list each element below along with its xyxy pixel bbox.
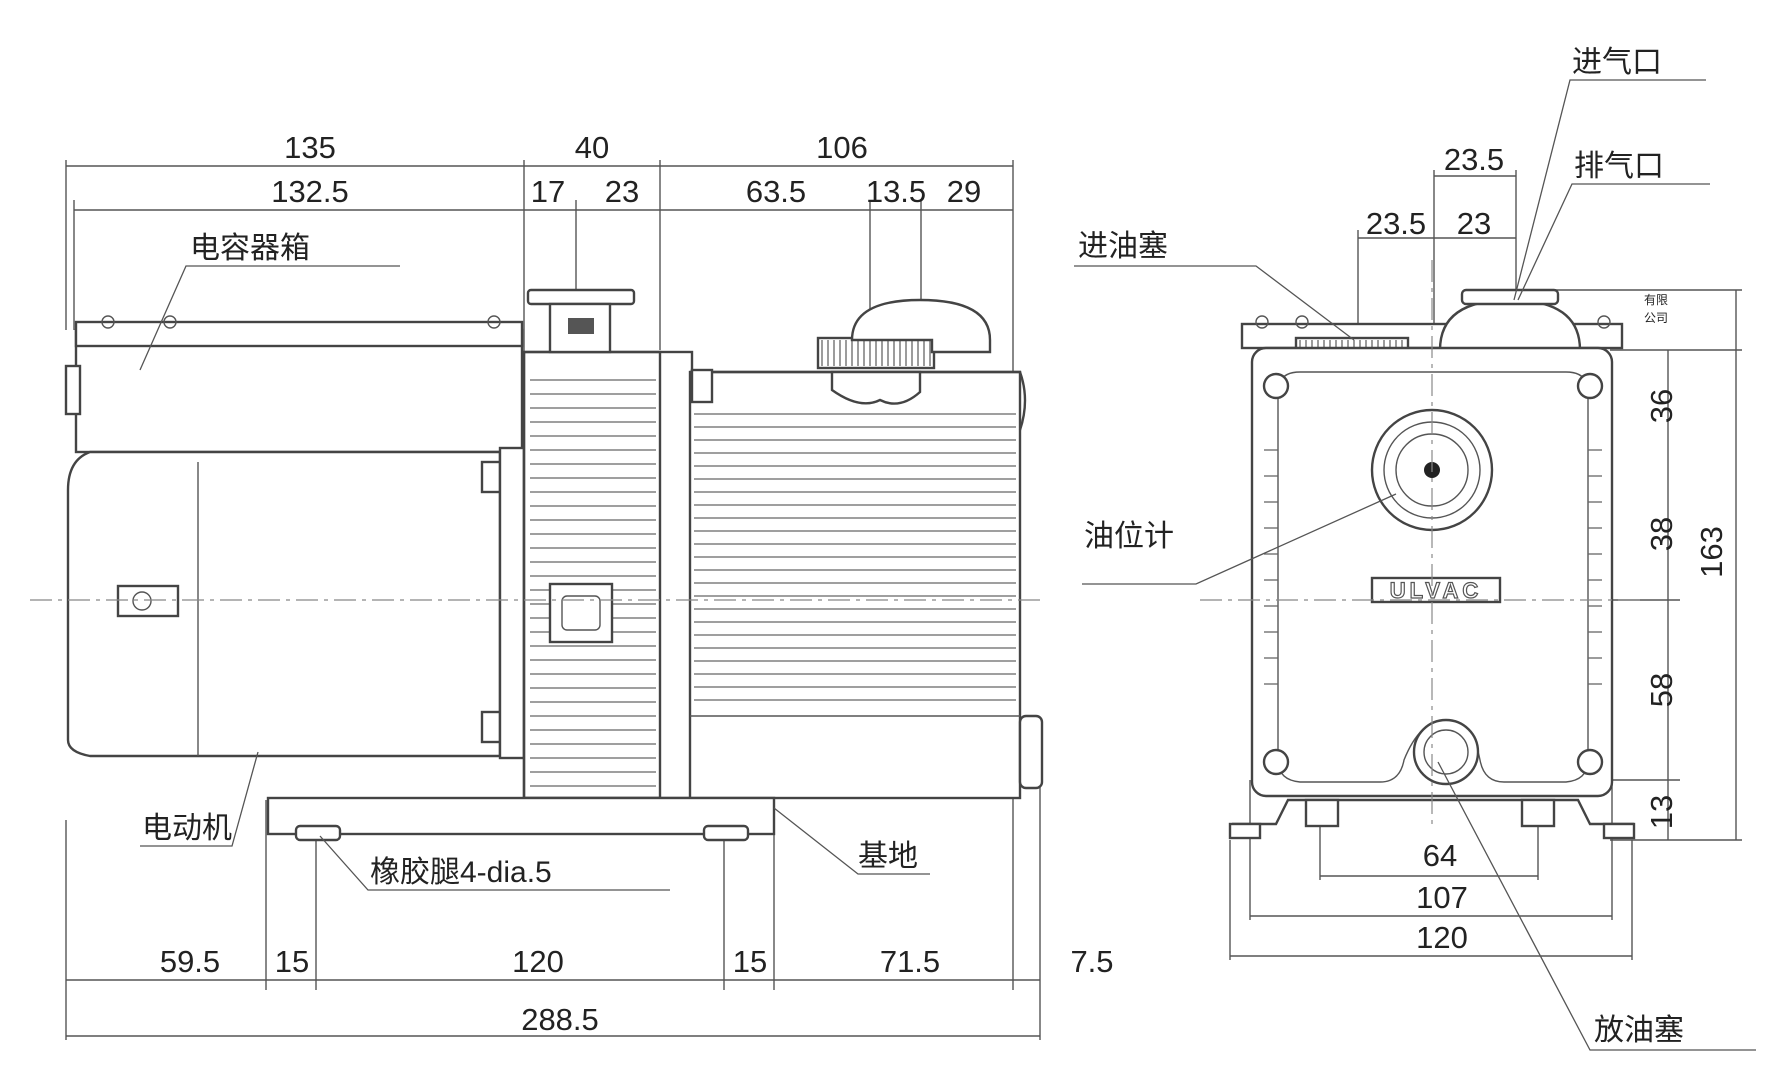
flange-plate <box>498 446 526 760</box>
dim-23-second: 23 <box>1457 206 1491 241</box>
front-rubber-foot-right <box>1520 798 1556 828</box>
dim-40: 40 <box>575 130 609 165</box>
capacitor-box-lid <box>74 320 524 348</box>
dim-23-5-top: 23.5 <box>1444 142 1504 177</box>
side-view: 135 40 106 132.5 17 23 63.5 13.5 29 59.5… <box>30 130 1114 1040</box>
oil-drain-plug <box>1018 714 1044 790</box>
intake-clamp <box>568 318 594 334</box>
front-base <box>1232 798 1634 826</box>
dim-63-5: 63.5 <box>746 174 806 209</box>
label-oil-level-gauge: 油位计 <box>1084 520 1174 553</box>
screw-icon <box>1255 315 1269 329</box>
dim-64: 64 <box>1423 838 1457 873</box>
bolt-icon <box>690 368 714 404</box>
bolt-icon <box>1576 748 1604 776</box>
screw-icon <box>1295 315 1309 329</box>
terminal-screw-icon <box>132 591 152 611</box>
dim-58: 58 <box>1644 673 1679 707</box>
leader-intake-port <box>1513 79 1706 301</box>
label-oil-drain-plug: 放油塞 <box>1594 1014 1684 1047</box>
front-body-inner <box>1277 371 1589 783</box>
motor-body <box>66 450 502 758</box>
dim-288-5: 288.5 <box>521 1002 599 1037</box>
finned-housing <box>522 350 662 800</box>
dim-23: 23 <box>605 174 639 209</box>
leader-base <box>773 807 930 875</box>
exhaust-saddle <box>830 370 922 405</box>
dim-15-left: 15 <box>275 944 309 979</box>
intake-flange <box>526 288 636 306</box>
front-ribs <box>1264 449 1602 685</box>
dim-163: 163 <box>1694 526 1729 578</box>
screw-icon <box>101 315 115 329</box>
label-capacitor-box: 电容器箱 <box>190 232 310 265</box>
dim-36: 36 <box>1644 389 1679 423</box>
label-intake-port: 进气口 <box>1572 46 1662 79</box>
label-base: 基地 <box>858 840 918 873</box>
dim-15-right: 15 <box>733 944 767 979</box>
knurl-lines <box>821 340 931 366</box>
bolt-icon <box>1262 372 1290 400</box>
front-exhaust-cap <box>1438 298 1582 352</box>
screw-icon <box>163 315 177 329</box>
bolt-icon <box>1576 372 1604 400</box>
capacitor-connector <box>64 364 82 416</box>
front-oil-drain-plug-inner <box>1423 729 1469 775</box>
sight-window <box>548 582 614 644</box>
pump-block <box>688 370 1022 800</box>
front-foot-left <box>1228 822 1262 840</box>
leader-rubber-feet <box>319 835 670 891</box>
dim-107: 107 <box>1416 880 1468 915</box>
dim-7-5: 7.5 <box>1070 944 1113 979</box>
front-intake-flange <box>1460 288 1560 306</box>
dim-17: 17 <box>531 174 565 209</box>
dim-71-5: 71.5 <box>880 944 940 979</box>
front-rubber-foot-left <box>1304 798 1340 828</box>
dim-106: 106 <box>816 130 868 165</box>
label-oil-fill-plug: 进油塞 <box>1078 230 1168 263</box>
dim-13: 13 <box>1644 795 1679 829</box>
ulvac-logo-frame <box>1370 576 1502 604</box>
screw-icon <box>487 315 501 329</box>
dim-23-5-second: 23.5 <box>1366 206 1426 241</box>
dim-135: 135 <box>284 130 336 165</box>
capacitor-box <box>74 328 524 454</box>
front-foot-right <box>1602 822 1636 840</box>
dim-38: 38 <box>1644 517 1679 551</box>
bolt-icon <box>480 710 502 744</box>
company-tag-line-2: 公司 <box>1644 311 1668 325</box>
sight-window-glass <box>561 595 601 631</box>
bolt-icon <box>1262 748 1290 776</box>
screw-icon <box>1597 315 1611 329</box>
label-motor: 电动机 <box>142 812 232 845</box>
front-extension-lines <box>1229 170 1742 960</box>
dim-29: 29 <box>947 174 981 209</box>
pump-fins <box>694 413 1016 701</box>
leader-oil-drain-plug <box>1437 761 1756 1051</box>
leader-oil-level-gauge <box>1082 493 1397 585</box>
dim-132-5: 132.5 <box>271 174 349 209</box>
base-plate <box>266 796 776 836</box>
rubber-foot-left <box>294 824 342 842</box>
leader-exhaust-port <box>1517 183 1710 301</box>
bolt-icon <box>480 460 502 494</box>
ulvac-logo: ULVAC <box>1390 578 1483 603</box>
dim-59-5: 59.5 <box>160 944 220 979</box>
leader-motor <box>140 751 259 847</box>
side-dimension-lines <box>66 165 1040 1037</box>
leader-oil-fill-plug <box>1074 265 1355 341</box>
rubber-foot-right <box>702 824 750 842</box>
dim-13-5: 13.5 <box>866 174 926 209</box>
dim-120: 120 <box>512 944 564 979</box>
exhaust-cap <box>850 298 992 354</box>
label-rubber-feet: 橡胶腿4-dia.5 <box>370 856 552 889</box>
company-tag-line-1: 有限 <box>1644 293 1668 307</box>
leader-capacitor-box <box>139 265 400 371</box>
label-exhaust-port: 排气口 <box>1574 150 1664 183</box>
motor-terminal <box>116 584 180 618</box>
dim-120-front: 120 <box>1416 920 1468 955</box>
pump-block-edge <box>690 370 1027 431</box>
front-view: 23.5 23.5 23 64 107 120 36 38 58 13 163 <box>1074 46 1756 1051</box>
